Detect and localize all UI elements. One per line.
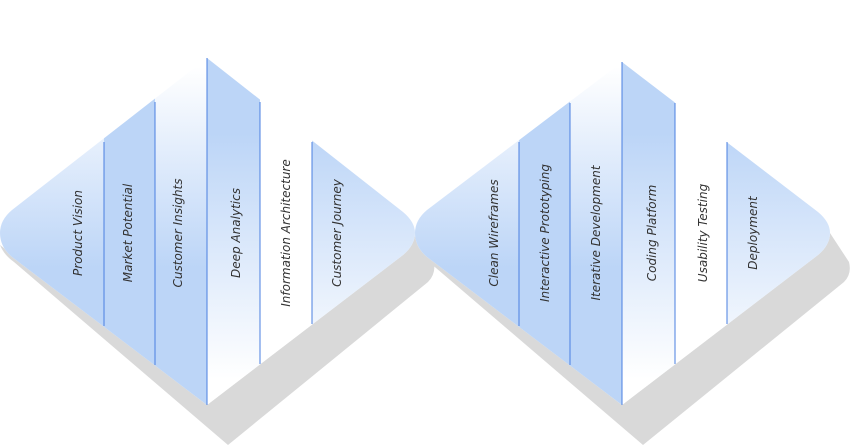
stage-dividers	[103, 58, 313, 405]
band-iterative-development	[570, 62, 622, 405]
stage-labels: Clean Wireframes Interactive Prototyping…	[487, 164, 760, 302]
diamond-develop-deliver: Clean Wireframes Interactive Prototyping…	[415, 62, 830, 405]
band-deployment	[727, 62, 830, 405]
stage-dividers	[518, 62, 728, 405]
band-coding-platform	[622, 62, 675, 405]
stage-label-customer-insights: Customer Insights	[171, 178, 185, 287]
stage-label-product-vision: Product Vision	[71, 190, 85, 276]
stage-label-coding-platform: Coding Platform	[645, 185, 659, 282]
band-clean-wireframes	[415, 62, 519, 405]
stage-label-deep-analytics: Deep Analytics	[229, 188, 243, 278]
stage-label-market-potential: Market Potential	[121, 183, 135, 282]
stage-label-clean-wireframes: Clean Wireframes	[487, 179, 501, 286]
diamond-discover-define: Product Vision Market Potential Customer…	[0, 58, 415, 405]
stage-label-interactive-prototyping: Interactive Prototyping	[538, 164, 552, 302]
stage-label-information-architecture: Information Architecture	[279, 159, 293, 306]
stage-label-iterative-development: Iterative Development	[589, 164, 603, 300]
stage-labels: Product Vision Market Potential Customer…	[71, 159, 344, 306]
band-customer-journey	[312, 58, 415, 405]
stage-label-usability-testing: Usability Testing	[696, 183, 710, 282]
stage-label-customer-journey: Customer Journey	[330, 178, 344, 287]
stage-label-deployment: Deployment	[746, 195, 760, 270]
band-deep-analytics	[207, 58, 260, 405]
band-customer-insights	[155, 58, 207, 405]
band-product-vision	[0, 58, 104, 405]
